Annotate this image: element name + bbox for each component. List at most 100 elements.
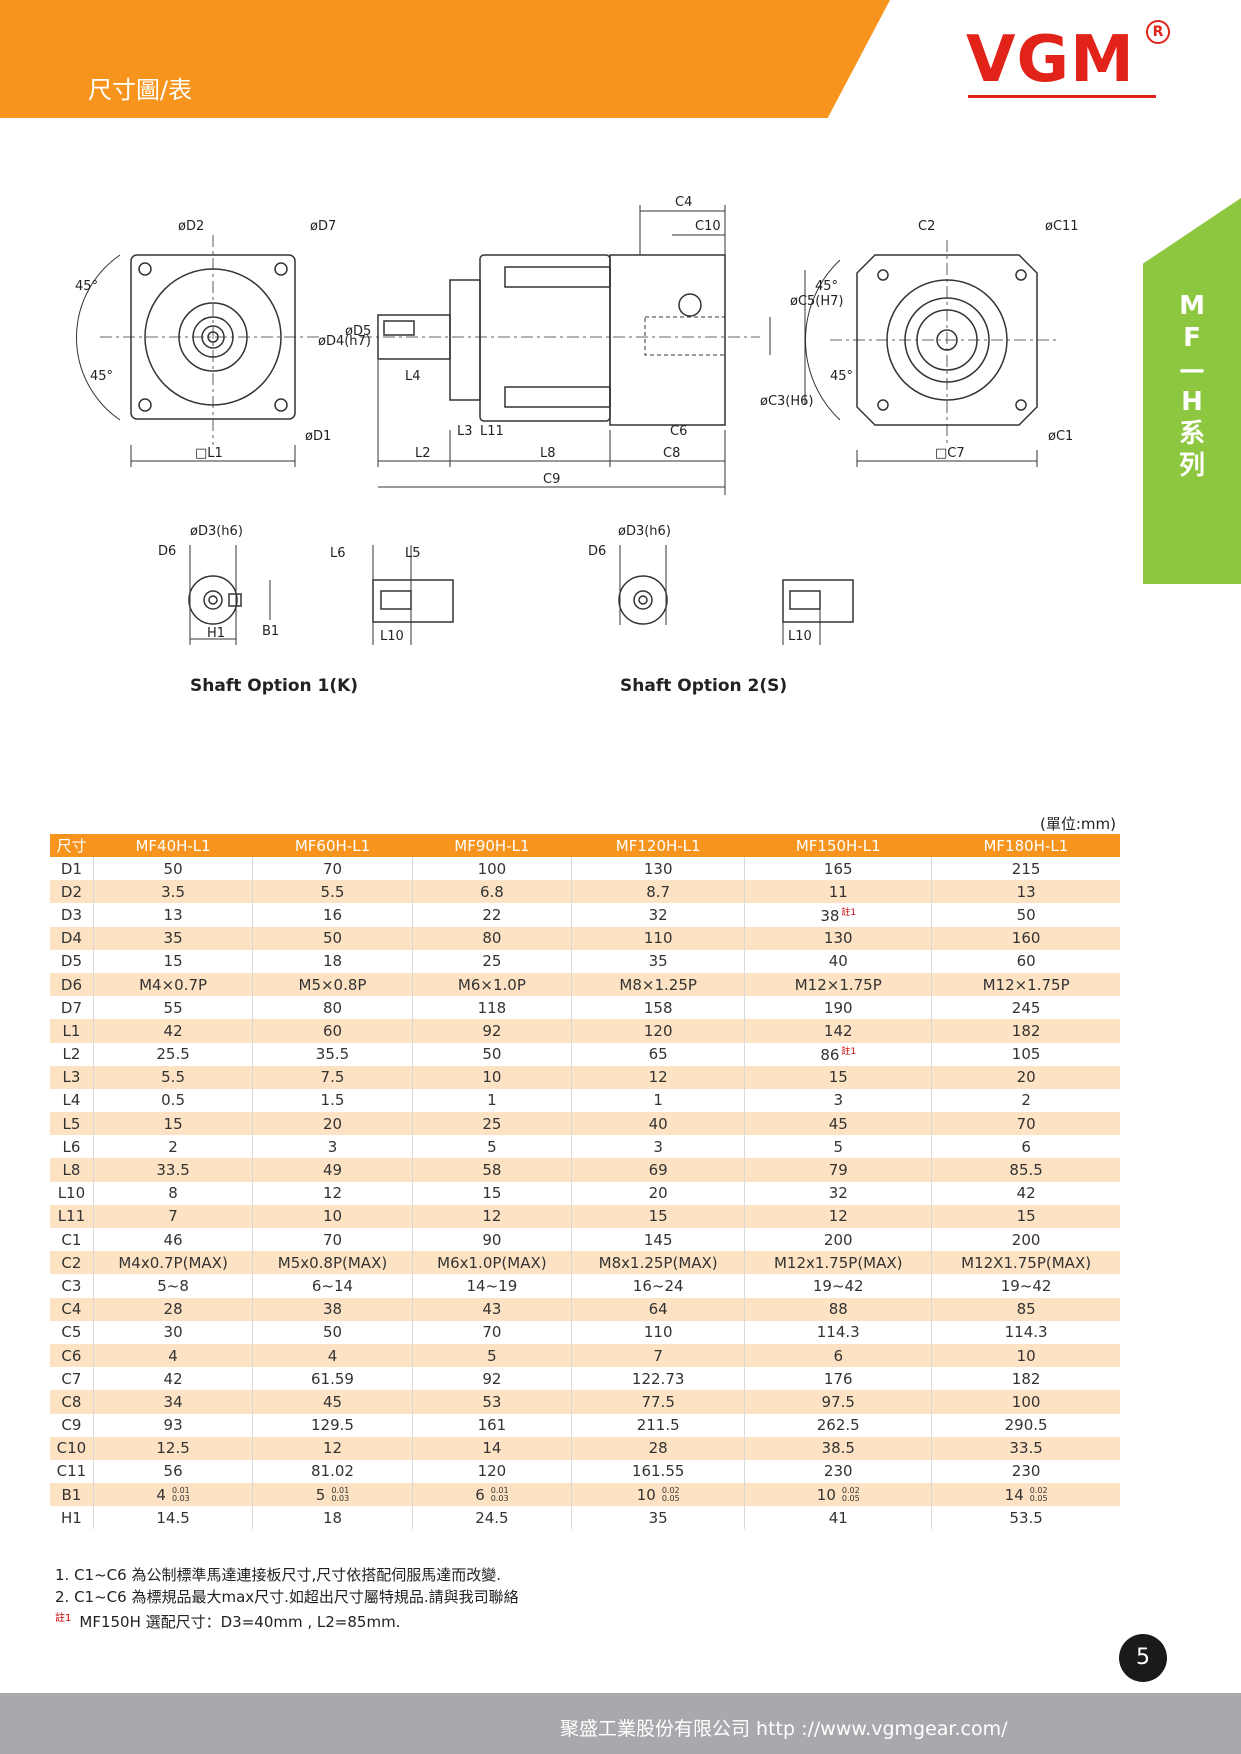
label-l3: L3 bbox=[457, 424, 473, 439]
table-cell: 190 bbox=[744, 996, 932, 1020]
cell-value: 6~14 bbox=[311, 1276, 354, 1295]
table-cell: 85 bbox=[931, 1297, 1120, 1321]
cell-value: C4 bbox=[61, 1300, 82, 1319]
table-cell: M8x1.25P(MAX) bbox=[571, 1251, 745, 1275]
table-cell: 34 bbox=[92, 1390, 253, 1414]
table-cell: 19~42 bbox=[931, 1274, 1120, 1298]
table-cell: 97.5 bbox=[744, 1390, 932, 1414]
cell-value: L4 bbox=[62, 1091, 81, 1110]
header-model: MF60H-L1 bbox=[252, 834, 413, 857]
table-cell: M8×1.25P bbox=[571, 972, 745, 997]
cell-value: 50 bbox=[1016, 905, 1036, 924]
table-cell: 70 bbox=[931, 1112, 1120, 1136]
table-cell: 33.5 bbox=[931, 1436, 1120, 1460]
cell-value: 3.5 bbox=[161, 882, 185, 901]
cell-value: C10 bbox=[56, 1439, 87, 1458]
cell-value: D7 bbox=[60, 998, 82, 1017]
table-cell: 45 bbox=[252, 1390, 413, 1414]
cell-value: 38 bbox=[322, 1300, 343, 1319]
cell-value: 90 bbox=[482, 1230, 502, 1249]
cell-value: 262.5 bbox=[816, 1416, 860, 1435]
cell-value: D3 bbox=[60, 905, 82, 924]
cell-value: 230 bbox=[823, 1462, 853, 1481]
cell-value: 110 bbox=[643, 1323, 673, 1342]
table-cell: M4x0.7P(MAX) bbox=[92, 1251, 253, 1275]
cell-value: 15 bbox=[163, 1114, 183, 1133]
cell-value: 7 bbox=[168, 1207, 178, 1226]
table-cell: 25 bbox=[411, 949, 572, 973]
cell-value: 11 bbox=[828, 882, 848, 901]
table-cell: 15 bbox=[92, 1112, 253, 1136]
cell-value: 85 bbox=[1016, 1300, 1036, 1319]
cell-value: 105 bbox=[1011, 1045, 1041, 1064]
cell-value: 20 bbox=[322, 1114, 343, 1133]
table-cell: 42 bbox=[92, 1019, 253, 1043]
label-c6: C6 bbox=[670, 424, 687, 439]
cell-value: 92 bbox=[482, 1021, 502, 1040]
cell-value: M5×0.8P bbox=[298, 975, 367, 994]
cell-value: 8.7 bbox=[646, 882, 671, 901]
cell-value: C7 bbox=[61, 1369, 82, 1388]
table-cell: 110 bbox=[571, 1320, 745, 1344]
side-tab bbox=[1143, 198, 1241, 584]
table-cell: 69 bbox=[571, 1158, 745, 1182]
table-cell: 12 bbox=[571, 1065, 745, 1089]
row-label: L8 bbox=[50, 1158, 94, 1182]
cell-value: 161 bbox=[477, 1416, 507, 1435]
tolerance-lower: 0.05 bbox=[841, 1494, 860, 1504]
cell-value: 114.3 bbox=[816, 1323, 860, 1342]
table-cell: 41 bbox=[744, 1506, 932, 1530]
cell-value: 110 bbox=[643, 929, 673, 948]
cell-value: M5x0.8P(MAX) bbox=[277, 1253, 388, 1272]
cell-value: L3 bbox=[62, 1068, 81, 1087]
table-cell: 262.5 bbox=[744, 1413, 932, 1437]
table-cell: 158 bbox=[571, 996, 745, 1020]
table-cell: 2 bbox=[92, 1135, 253, 1159]
table-cell: 45 bbox=[744, 1112, 932, 1136]
cell-value: 160 bbox=[1011, 929, 1041, 948]
registered-mark-icon: R bbox=[1146, 20, 1170, 44]
cell-value: 145 bbox=[643, 1230, 673, 1249]
table-cell: 79 bbox=[744, 1158, 932, 1182]
logo-underline bbox=[968, 95, 1156, 98]
cell-value: 16~24 bbox=[632, 1276, 684, 1295]
table-cell: 129.5 bbox=[252, 1413, 413, 1437]
cell-value: 22 bbox=[482, 905, 502, 924]
table-cell: 10 bbox=[411, 1065, 572, 1089]
cell-value: 14 bbox=[482, 1439, 502, 1458]
header-model: MF180H-L1 bbox=[931, 834, 1120, 857]
cell-value: 5~8 bbox=[157, 1276, 189, 1295]
tolerance-upper: 0.02 bbox=[1029, 1486, 1048, 1496]
table-cell: 35 bbox=[92, 926, 253, 950]
table-cell: 50 bbox=[931, 903, 1120, 927]
table-cell: 12.5 bbox=[92, 1436, 253, 1460]
table-cell: 25.5 bbox=[92, 1042, 253, 1066]
table-cell: 12 bbox=[744, 1204, 932, 1228]
table-cell: 12 bbox=[411, 1204, 572, 1228]
table-cell: M5×0.8P bbox=[252, 972, 413, 997]
cell-value: 70 bbox=[482, 1323, 502, 1342]
cell-value: 161.55 bbox=[631, 1462, 685, 1481]
label-l10-opt2: L10 bbox=[788, 629, 812, 644]
table-cell: 40 bbox=[744, 949, 932, 973]
header-model: MF90H-L1 bbox=[412, 834, 572, 857]
row-label: D6 bbox=[50, 972, 94, 997]
table-cell: 230 bbox=[931, 1459, 1120, 1484]
table-cell: 1 bbox=[411, 1088, 572, 1113]
label-angle-bottom-right: 45° bbox=[830, 369, 853, 384]
cell-value: 19~42 bbox=[1000, 1276, 1052, 1295]
row-label: D7 bbox=[50, 996, 93, 1019]
table-cell: 40 bbox=[571, 1112, 745, 1136]
cell-value: 245 bbox=[1011, 998, 1041, 1017]
cell-value: M6x1.0P(MAX) bbox=[437, 1253, 547, 1272]
